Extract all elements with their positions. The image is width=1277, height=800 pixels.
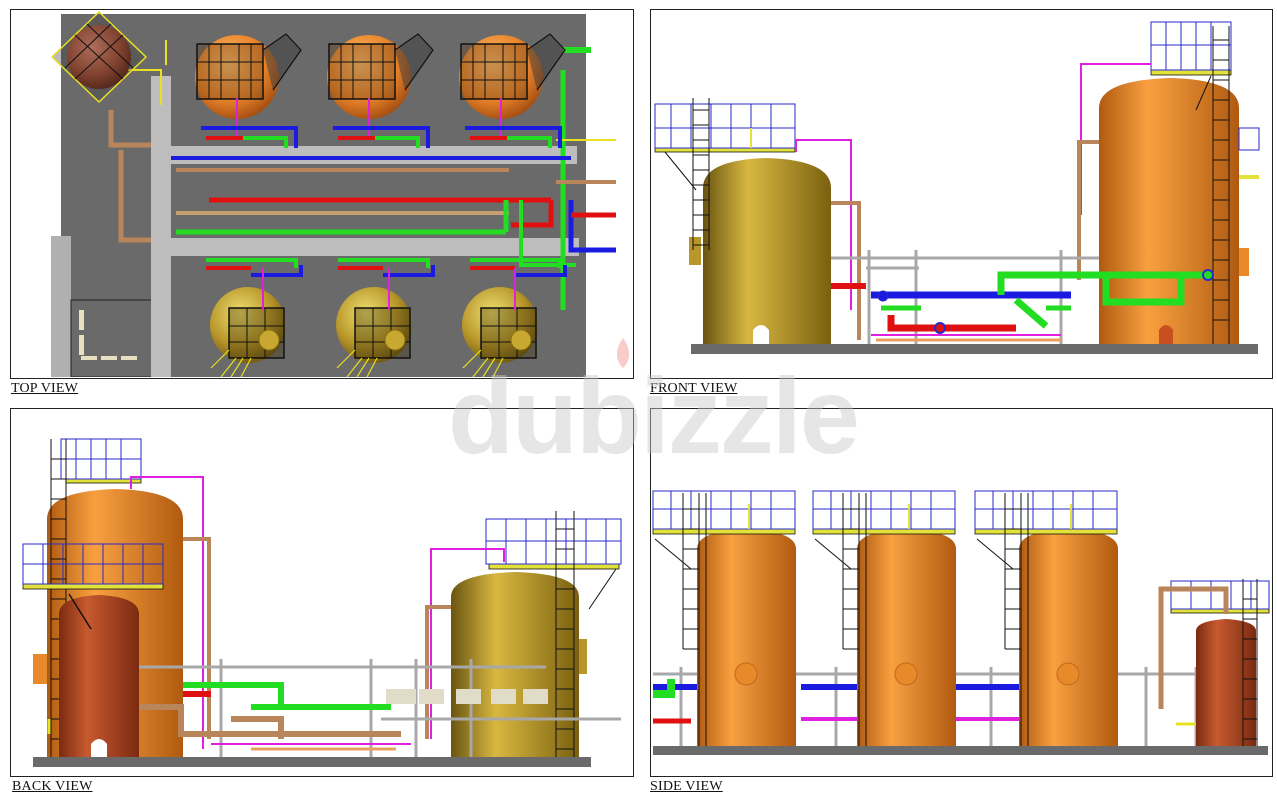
front-view-panel [650, 9, 1273, 379]
top-view-panel [10, 9, 634, 379]
brown-vessel [1158, 579, 1270, 746]
top-view-drawing [50, 10, 616, 377]
side-view-drawing [652, 490, 1270, 755]
orange-vessel-2 [327, 33, 434, 138]
gold-vessel [451, 511, 622, 757]
orange-vessel-3 [459, 33, 566, 138]
brown-vessel [50, 10, 148, 104]
brown-vessel [22, 543, 164, 757]
front-view-drawing [654, 21, 1260, 354]
orange-vessel-1 [195, 33, 302, 138]
top-view-caption: TOP VIEW [11, 381, 79, 396]
gold-vessel-3 [462, 268, 538, 377]
orange-vessel-3 [974, 490, 1118, 746]
side-view-panel [650, 408, 1273, 777]
side-view-caption: SIDE VIEW [650, 779, 723, 794]
orange-vessel-2 [812, 490, 956, 746]
back-view-panel [10, 408, 634, 777]
back-view-drawing [22, 438, 622, 767]
gold-vessel-1 [210, 268, 286, 377]
back-view-caption: BACK VIEW [12, 779, 93, 794]
orange-vessel-1 [652, 490, 796, 746]
gold-vessel-2 [336, 268, 412, 377]
gold-vessel [654, 98, 831, 344]
front-view-caption: FRONT VIEW [650, 381, 738, 396]
